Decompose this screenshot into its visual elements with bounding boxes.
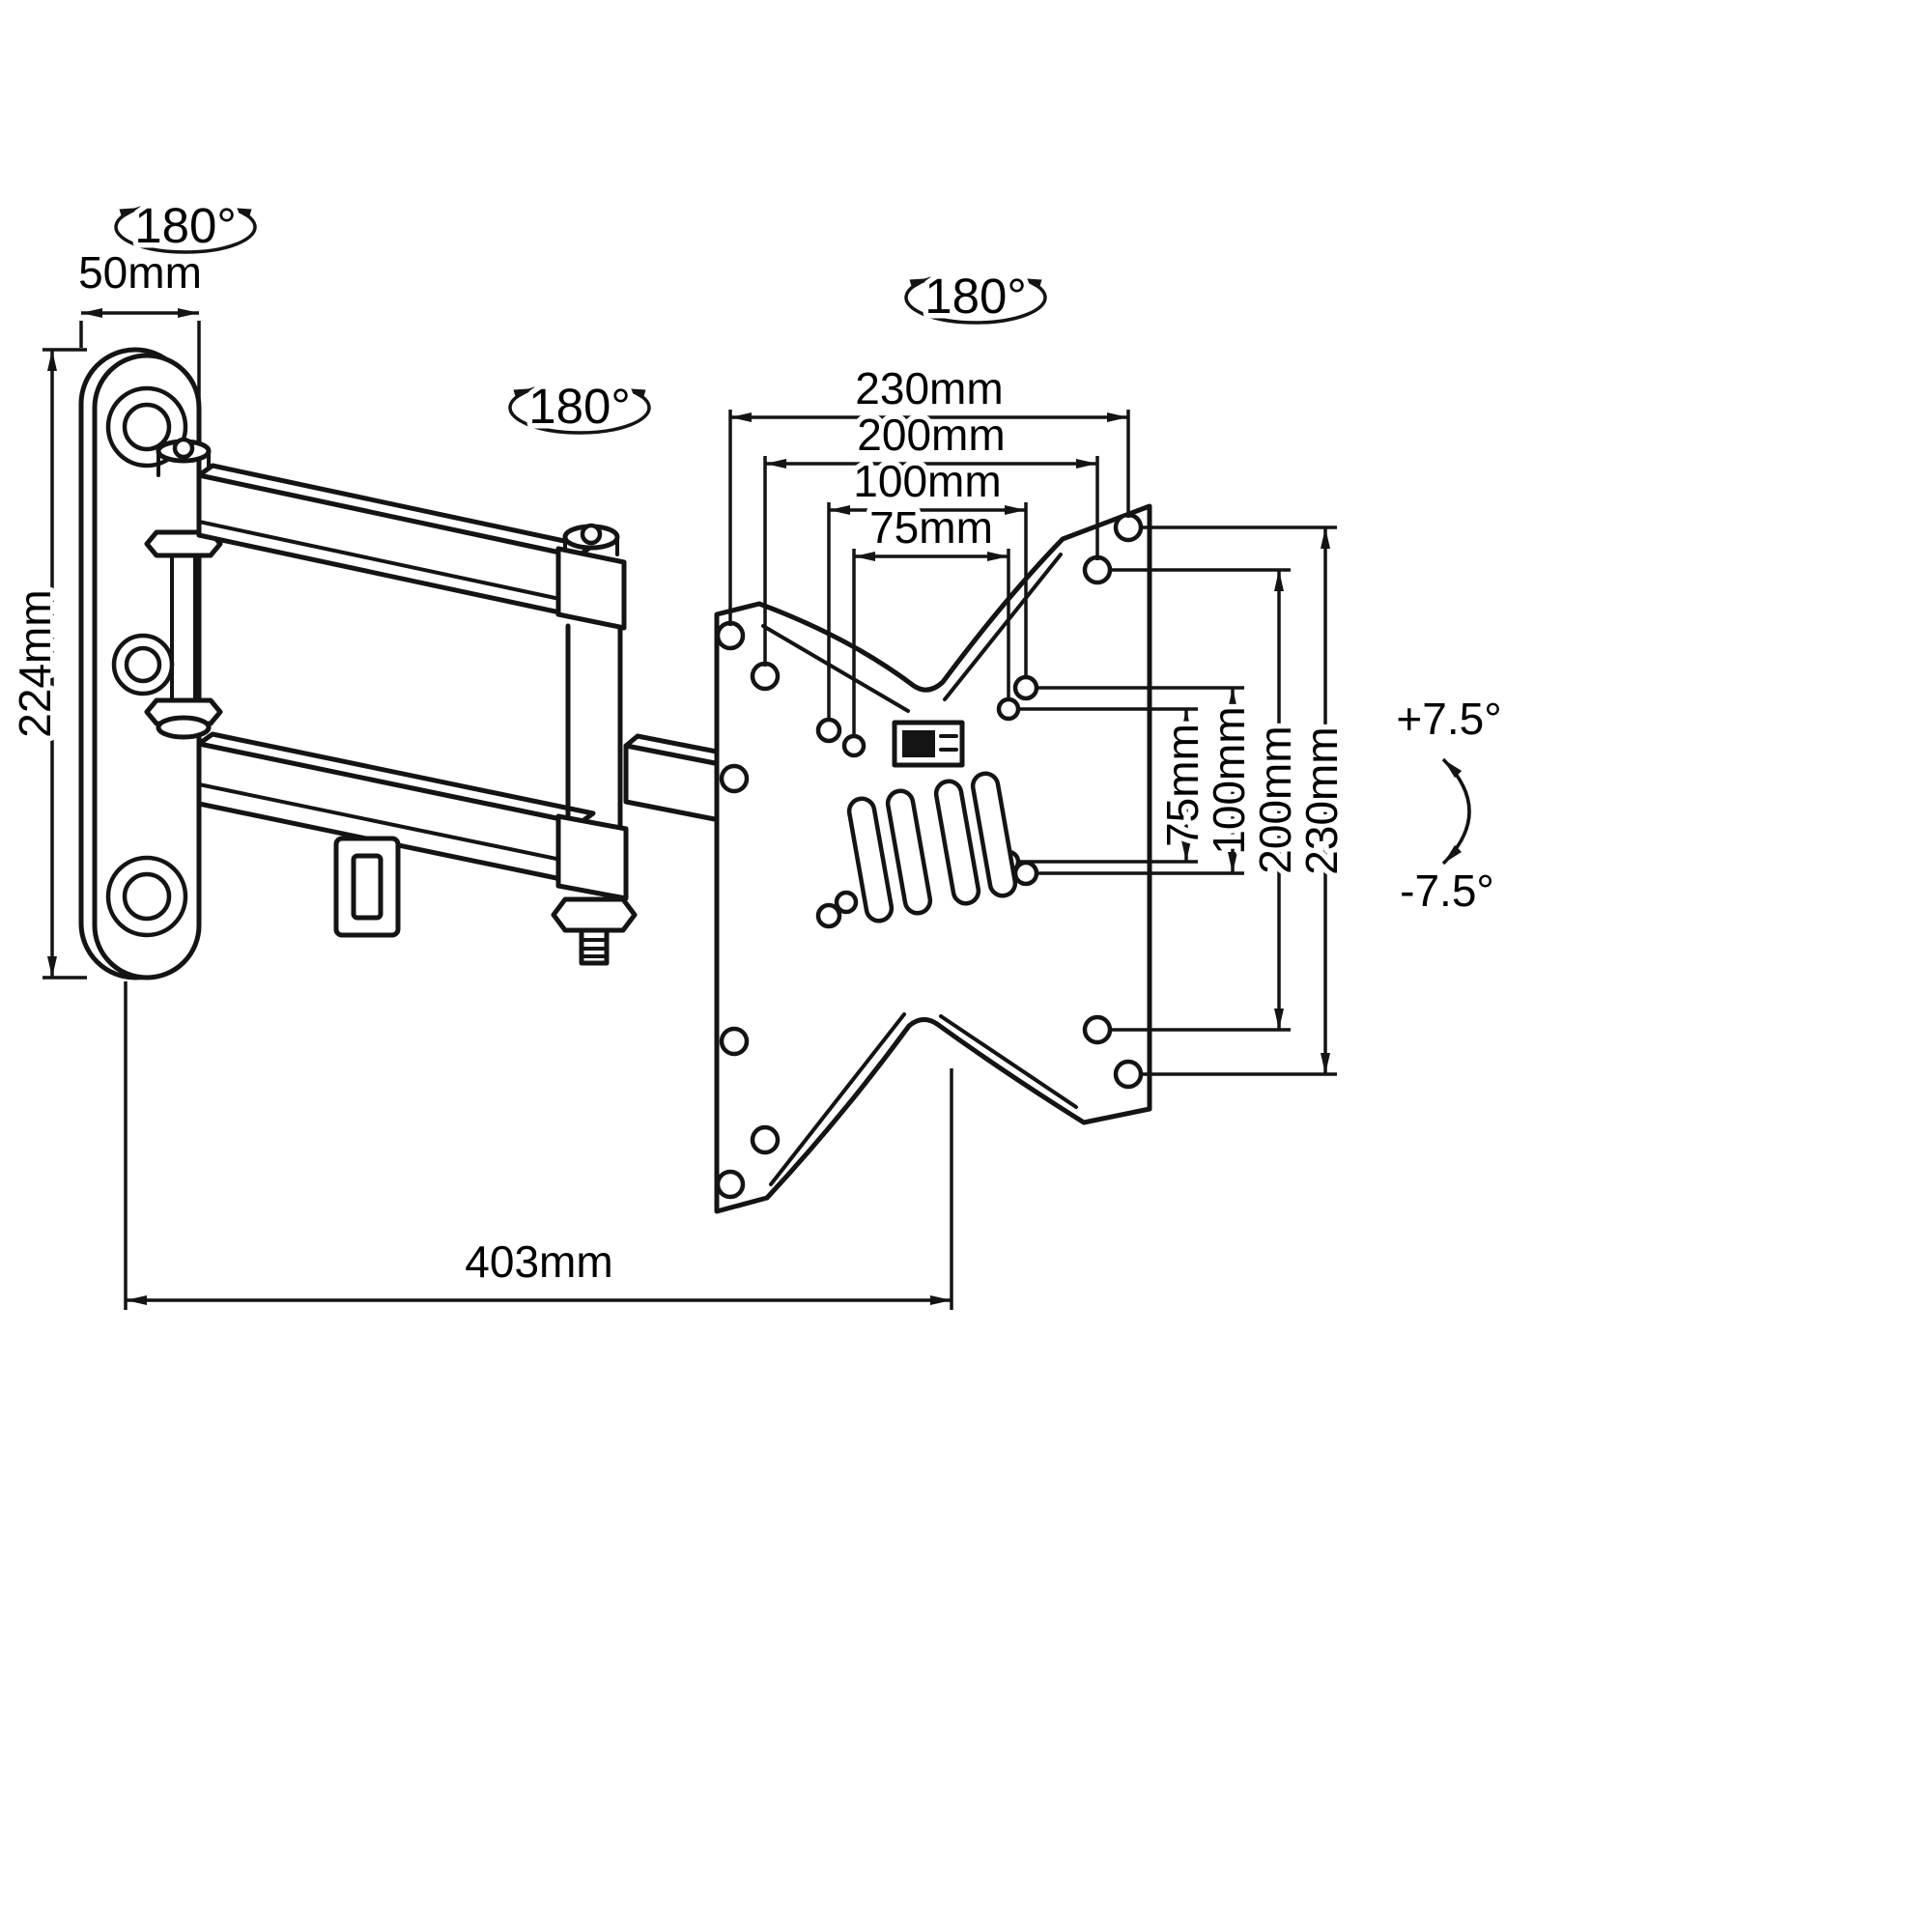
elbow-lower-block: [555, 813, 629, 901]
dimension-label-50mm: 50mm: [78, 247, 202, 298]
vesa-hole-side: [719, 763, 750, 794]
vesa-hole-75: [996, 696, 1021, 722]
vesa-hole-230: [1113, 1059, 1144, 1090]
vesa-hole-100: [1012, 674, 1039, 701]
vesa-hole-75: [834, 890, 859, 915]
dimension-vesa-width-230: 230mm: [728, 358, 1130, 626]
upper-arm-edge-line: [197, 520, 580, 605]
vesa-hole-100: [815, 717, 842, 744]
wall-plate: [78, 347, 202, 980]
vesa-hole-200: [750, 661, 781, 692]
rotation-arc: [114, 206, 257, 254]
vesa-hole-100: [815, 902, 842, 929]
wall-plate-top-hole-inner: [122, 402, 172, 452]
vesa-hole-200: [750, 1124, 781, 1155]
dimension-annotations: 50mm 224mm 403mm 230mm 200mm: [5, 242, 1352, 1310]
plate-slot: [933, 779, 981, 906]
hinge-pin-top: [172, 437, 195, 460]
dimension-label-75mm-h: 75mm: [869, 502, 993, 553]
wall-hinge-column: [144, 437, 223, 740]
wall-plate-bottom-hole-inner: [122, 871, 172, 922]
vesa-hole-75: [841, 733, 867, 758]
vesa-plate-outline: [714, 503, 1152, 1214]
plate-slot: [846, 796, 895, 923]
vesa-hole-230: [715, 1169, 746, 1200]
vesa-plate: [714, 503, 1152, 1214]
rotation-symbol-plate-joint: 180°: [904, 264, 1047, 329]
cable-hook-inner: [351, 853, 384, 921]
dimension-vesa-height-200: 200mm: [1109, 568, 1306, 1032]
elbow-pin-top: [580, 523, 603, 546]
dimension-label-100mm-v: 100mm: [1204, 706, 1254, 854]
rotation-arc: [904, 276, 1047, 325]
dimension-label-224mm: 224mm: [10, 589, 60, 737]
plate-link-arm: [623, 733, 739, 824]
dimension-label-403mm: 403mm: [465, 1236, 612, 1287]
upper-arm-front-face: [196, 472, 581, 619]
tilt-arc: [1441, 757, 1471, 866]
mount-assembly: [78, 347, 1152, 1214]
vesa-hole-230: [1113, 512, 1144, 543]
rotation-label-wall: 180°: [134, 198, 237, 253]
hinge-nut-lower: [144, 697, 223, 726]
plate-slot: [885, 788, 933, 916]
dimension-label-230mm-v: 230mm: [1296, 726, 1347, 874]
tilt-label-up: +7.5°: [1396, 694, 1501, 744]
dimension-vesa-width-100: 100mm: [827, 451, 1028, 719]
hinge-boss-bottom: [156, 715, 212, 740]
dimension-label-230mm-h: 230mm: [855, 363, 1003, 413]
plate-slot: [970, 771, 1018, 898]
rotation-label-plate: 180°: [924, 269, 1027, 324]
lower-arm-edge-line: [197, 782, 582, 866]
tilt-label-down: -7.5°: [1400, 866, 1494, 916]
vesa-hole-side: [719, 1026, 750, 1057]
rotation-symbol-wall-joint: 180°: [114, 193, 257, 259]
plate-fold-line: [939, 1014, 1078, 1109]
dimension-label-200mm-v: 200mm: [1250, 725, 1300, 873]
dimension-label-75mm-v: 75mm: [1157, 724, 1208, 847]
vesa-hole-200: [1082, 554, 1113, 585]
dimension-vesa-width-75: 75mm: [852, 497, 1010, 734]
elbow-upper-block: [555, 546, 627, 631]
lower-arm: [196, 731, 596, 886]
latch-tab: [902, 730, 935, 757]
elbow-hex-nut: [551, 896, 638, 933]
dimension-total-extension: 403mm: [124, 981, 953, 1310]
vesa-hole-230: [715, 620, 746, 651]
elbow-joint: [551, 523, 638, 966]
upper-arm: [196, 463, 594, 619]
tilt-annotation: +7.5° -7.5°: [1391, 689, 1507, 922]
rotation-symbol-mid-joint: 180°: [508, 374, 651, 440]
dimension-wall-plate-width: 50mm: [73, 242, 207, 437]
plate-fold-line: [769, 1012, 906, 1186]
dimension-label-100mm-h: 100mm: [853, 456, 1001, 506]
plate-fold-line: [761, 624, 910, 713]
wall-plate-middle-hole-inner: [124, 645, 162, 684]
cable-hook: [333, 836, 401, 938]
dimension-vesa-height-100: 100mm: [1037, 686, 1260, 875]
dimension-vesa-height-75: 75mm: [1020, 707, 1213, 864]
vesa-hole-200: [1082, 1014, 1113, 1045]
rotation-arc: [508, 386, 651, 435]
motion-annotations: 180° 180° 180° +7.5° -7.5°: [114, 193, 1507, 922]
dimension-wall-plate-height: 224mm: [5, 348, 87, 980]
dimension-label-200mm-h: 200mm: [857, 410, 1005, 460]
dimension-vesa-width-200: 200mm: [763, 405, 1099, 667]
rotation-label-mid: 180°: [528, 379, 631, 434]
plate-fold-line: [943, 553, 1063, 701]
dimension-vesa-height-230: 230mm: [1140, 526, 1352, 1076]
